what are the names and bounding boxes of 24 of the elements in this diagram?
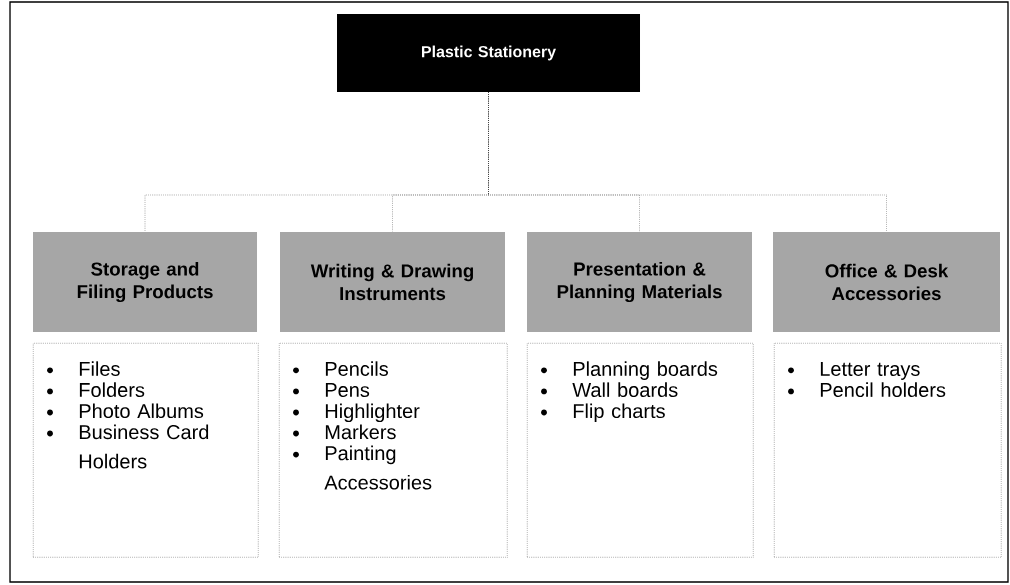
item-list-box — [33, 343, 259, 558]
category-box: Office & Desk Accessories — [773, 232, 1000, 332]
list-item: Folders — [79, 382, 145, 398]
list-item: Pens — [325, 383, 370, 398]
list-item: Files — [79, 361, 120, 376]
list-item: Photo Albums — [79, 403, 204, 419]
list-item: Pencils — [325, 361, 388, 376]
list-item: Highlighter — [325, 403, 420, 423]
connector-line — [488, 92, 887, 232]
category-box: Writing & Drawing Instruments — [280, 232, 505, 332]
list-item: Pencil holders — [820, 382, 946, 398]
item-list-box — [279, 343, 508, 558]
list-item: Flip charts — [573, 403, 665, 423]
title-box: Plastic Stationery — [337, 14, 640, 92]
list-item: Planning boards — [573, 361, 718, 380]
item-list-box — [527, 343, 754, 558]
list-item: Wall boards — [572, 382, 678, 398]
list-item: Markers — [325, 424, 396, 440]
list-item: Business Card Holders — [79, 424, 209, 469]
category-box: Storage and Filing Products — [33, 232, 257, 332]
list-item: Painting Accessories — [324, 445, 432, 490]
category-box: Presentation & Planning Materials — [527, 232, 752, 332]
list-item: Letter trays — [820, 362, 920, 380]
item-list-box — [774, 343, 1002, 558]
